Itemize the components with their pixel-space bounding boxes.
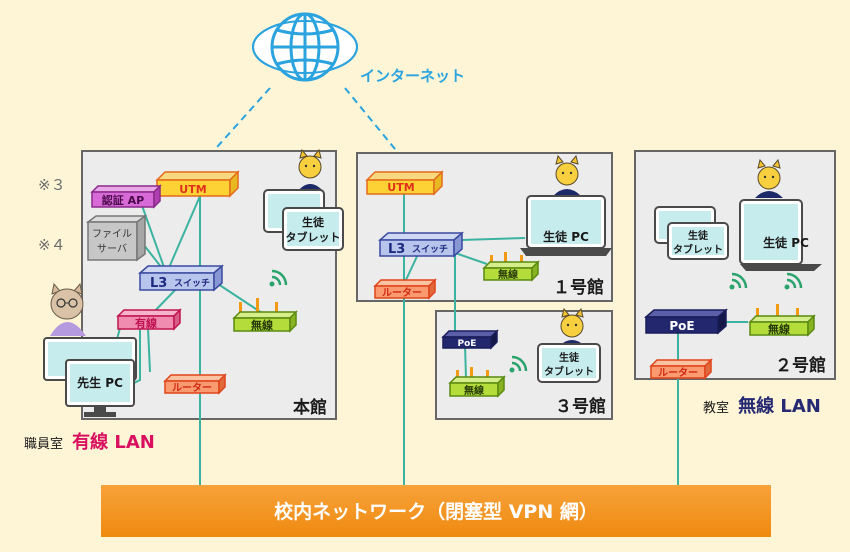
b3-poe-label: PoE [458, 339, 477, 349]
b3-wifi-icon [509, 355, 528, 373]
file-server-icon: ファイル サーバ [85, 214, 148, 262]
classroom-prefix: 教室 [703, 400, 729, 416]
b2-wifi-icon-left [729, 272, 748, 290]
auth-ap-label: 認証 AP [102, 193, 144, 207]
main-wireless-ap: 無線 [232, 298, 298, 333]
b1-student-pc-label: 生徒 PC [543, 229, 589, 244]
auth-ap-box: 認証 AP [90, 184, 162, 209]
file-server-label-1: ファイル [92, 229, 132, 240]
b1-student-pc-icon: 生徒 PC [520, 195, 612, 256]
b2-student-pc-label: 生徒 PC [763, 235, 809, 250]
b3-student-cat-icon [559, 307, 585, 346]
main-l3-suffix: スイッチ [174, 278, 210, 289]
teacher-pc-label: 先生 PC [77, 375, 123, 390]
main-l3-prefix: L3 [150, 276, 167, 291]
classroom-lan: 無線 LAN [738, 395, 821, 417]
classroom-lan-caption: 教室 無線 LAN [703, 395, 821, 417]
b1-router: ルーター [373, 278, 437, 300]
staff-room-lan-caption: 職員室 有線 LAN [24, 431, 155, 453]
globe-icon [252, 12, 358, 82]
b1-l3-switch: L3 スイッチ [378, 231, 464, 258]
teacher-pc-icon: 先生 PC [65, 359, 135, 417]
main-tablet-label-2: タブレット [286, 230, 341, 244]
b2-student-cat-icon [755, 158, 783, 198]
note-4: ※４ [38, 236, 66, 254]
main-utm-label: UTM [179, 183, 206, 196]
b3-poe-switch: PoE [441, 329, 499, 350]
b2-tablet-label-2: タブレット [673, 243, 723, 256]
b2-student-pc-icon: 生徒 PC [739, 199, 822, 271]
b2-building-name: ２号館 [775, 355, 826, 376]
b2-tablet-label-1: 生徒 [688, 229, 709, 242]
note-3: ※３ [38, 176, 66, 194]
b2-wireless-ap: 無線 [748, 304, 816, 337]
main-router-label: ルーター [172, 382, 212, 394]
main-utm-box: UTM [155, 170, 240, 198]
b3-tablet-label-2: タブレット [544, 365, 594, 378]
b2-student-tablet-icon: 生徒 タブレット [654, 206, 729, 260]
staff-room-lan: 有線 LAN [72, 431, 155, 453]
b2-wireless-label: 無線 [768, 322, 790, 336]
main-wired-label: 有線 [135, 316, 157, 330]
b3-wireless-ap: 無線 [448, 367, 506, 398]
b2-router-label: ルーター [658, 367, 698, 379]
b3-building-name: ３号館 [555, 396, 606, 417]
b3-wireless-label: 無線 [464, 384, 484, 397]
b3-student-tablet-icon: 生徒 タブレット [537, 343, 601, 383]
b1-building-name: １号館 [553, 277, 604, 298]
main-wireless-label: 無線 [251, 318, 273, 332]
b1-l3-prefix: L3 [388, 242, 405, 257]
main-building-name: 本館 [293, 397, 327, 418]
b2-poe-label: PoE [669, 319, 694, 333]
b1-student-cat-icon [553, 154, 581, 196]
staff-room-prefix: 職員室 [24, 436, 63, 452]
b1-l3-suffix: スイッチ [412, 244, 448, 255]
b1-router-label: ルーター [382, 287, 422, 299]
main-router: ルーター [163, 373, 227, 395]
campus-network-label: 校内ネットワーク（閉塞型 VPN 網） [274, 500, 598, 523]
main-wired-switch: 有線 [116, 308, 182, 331]
b1-utm-label: UTM [387, 181, 414, 194]
b3-tablet-label-1: 生徒 [559, 351, 580, 364]
file-server-label-2: サーバ [97, 243, 127, 255]
main-wifi-icon [269, 269, 288, 287]
teacher-cat-icon [50, 282, 86, 336]
main-tablet-label-1: 生徒 [302, 215, 325, 229]
internet-label: インターネット [360, 67, 465, 85]
b1-wireless-ap: 無線 [482, 252, 540, 282]
main-l3-switch: L3 スイッチ [138, 264, 224, 292]
b1-utm-box: UTM [365, 170, 444, 196]
internet-link-b1 [344, 87, 405, 161]
b2-wifi-icon-right [784, 272, 803, 290]
campus-network-bar [101, 485, 771, 537]
b2-router: ルーター [649, 358, 713, 380]
main-student-tablet-icon: 生徒 タブレット [263, 189, 344, 251]
b1-wireless-label: 無線 [498, 268, 518, 281]
b2-poe-switch: PoE [644, 308, 728, 335]
